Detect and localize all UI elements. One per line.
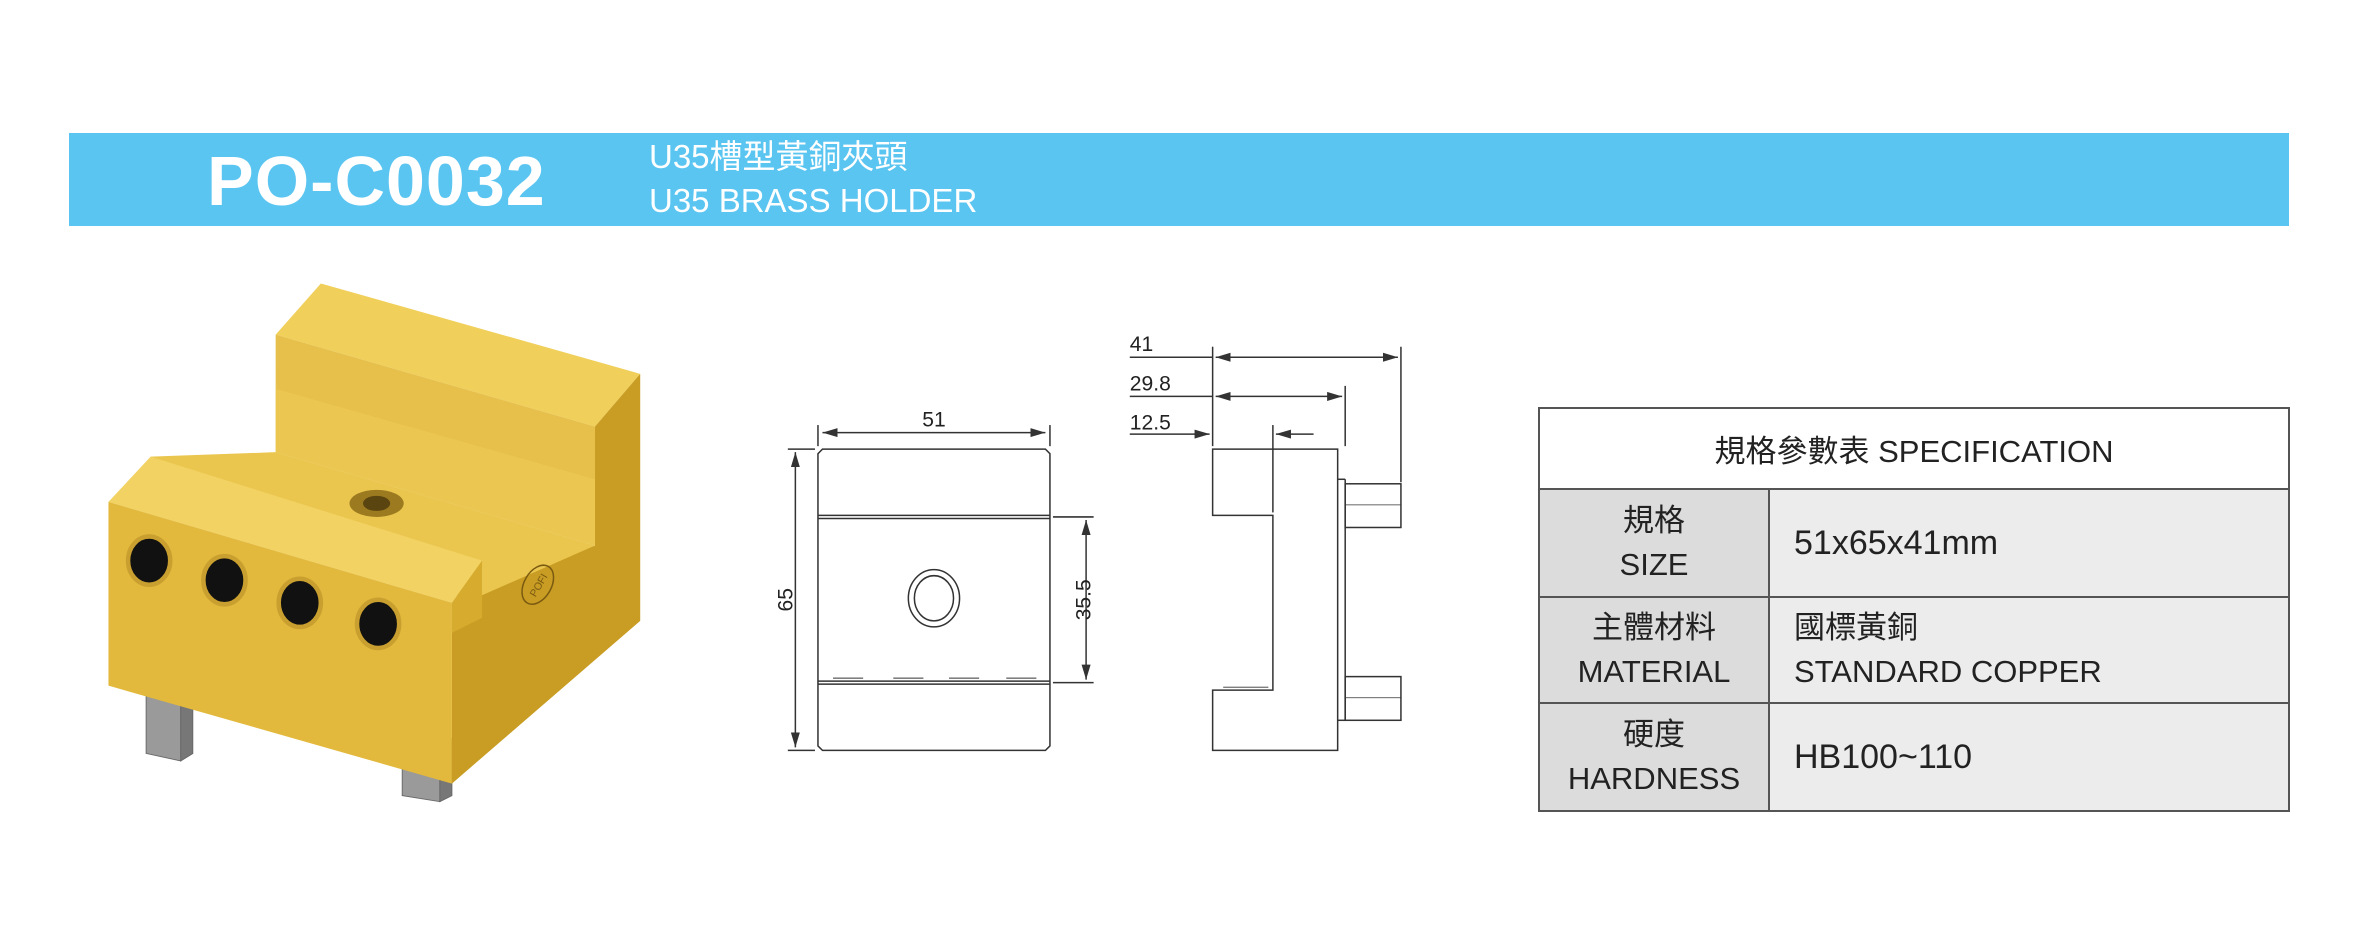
- material-value-zh: 國標黃銅: [1794, 610, 1918, 645]
- spec-table-title: 規格參數表 SPECIFICATION: [1538, 407, 2290, 490]
- table-row: 硬度 HARDNESS HB100~110: [1538, 702, 2290, 812]
- dim-slot-depth-label: 12.5: [1130, 412, 1171, 435]
- front-view: [787, 425, 1094, 752]
- size-value: 51x65x41mm: [1768, 488, 2290, 598]
- table-row: 規格 SIZE 51x65x41mm: [1538, 488, 2290, 598]
- front-face: [108, 501, 452, 784]
- key-zh: 主體材料: [1592, 610, 1716, 645]
- key-en: HARDNESS: [1567, 761, 1741, 796]
- material-value: STANDARD COPPER: [1794, 654, 2102, 689]
- dim-slot-label: 35.5: [1073, 579, 1096, 620]
- key-zh: 硬度: [1623, 717, 1685, 752]
- hardness-value: HB100~110: [1768, 702, 2290, 812]
- dim-width-label: 51: [922, 409, 945, 432]
- back-wall-top: [275, 283, 641, 427]
- product-title-zh: U35槽型黃銅夾頭: [649, 138, 908, 175]
- key-zh: 規格: [1623, 503, 1685, 538]
- body-right-face: [451, 373, 641, 784]
- product-code: PO-C0032: [207, 142, 546, 220]
- clamp-screw-holes: [125, 534, 402, 651]
- dim-body-depth-label: 29.8: [1130, 372, 1171, 395]
- front-lip-top: [108, 456, 483, 603]
- key-en: MATERIAL: [1577, 654, 1731, 689]
- dim-height-label: 65: [774, 588, 797, 611]
- slot-floor: [150, 452, 596, 597]
- title-banner: PO-C0032 U35槽型黃銅夾頭 U35 BRASS HOLDER: [69, 133, 2289, 226]
- side-view: [1129, 346, 1402, 752]
- dim-total-depth-label: 41: [1130, 333, 1153, 356]
- key-en: SIZE: [1619, 547, 1689, 582]
- table-row: 主體材料 MATERIAL 國標黃銅 STANDARD COPPER: [1538, 596, 2290, 704]
- spec-table: 規格參數表 SPECIFICATION 規格 SIZE 51x65x41mm 主體…: [1538, 407, 2290, 812]
- product-render: POFI: [108, 283, 641, 803]
- product-title-en: U35 BRASS HOLDER: [649, 182, 978, 219]
